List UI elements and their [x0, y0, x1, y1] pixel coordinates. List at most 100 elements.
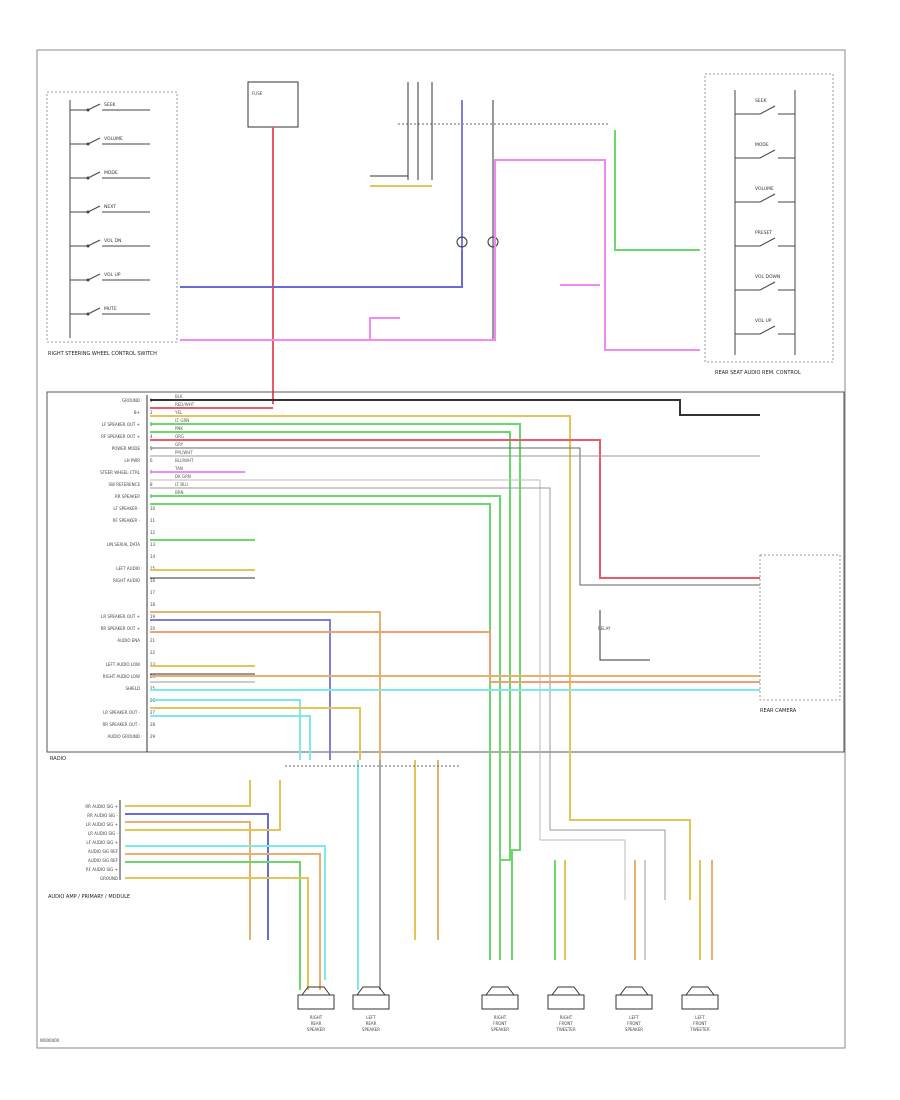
amp-pin-label: RR AUDIO SIG +: [85, 804, 118, 809]
radio-pin-number: 6: [150, 458, 153, 463]
radio-pin-label: POWER MODE: [112, 446, 141, 451]
radio-pin-label: RR SPEAKER OUT +: [101, 626, 140, 631]
wire-color-label: PPL/WHT: [175, 450, 193, 455]
wire-blue: [180, 250, 463, 288]
radio-pin-number: 10: [150, 506, 156, 511]
amp-pin-label: AUDIO SIG REF: [88, 858, 119, 863]
radio-pin-number: 2: [150, 410, 153, 415]
wire-color-label: RED/WHT: [175, 402, 195, 407]
right-module-box: [759, 554, 841, 701]
radio-pin-label: AUDIO GROUND: [108, 734, 140, 739]
radio-caption: RADIO: [50, 756, 66, 762]
switch-label: NEXT: [104, 204, 116, 210]
speaker-label: TWEETER: [555, 1027, 575, 1032]
rear-seat-audio-group: SEEK MODE VOLUME PRESET VOL DOWN VOL UP REAR …: [704, 73, 834, 376]
radio-pin-label: LF SPEAKER -: [113, 506, 140, 511]
radio-pin-label: RIGHT AUDIO: [113, 578, 140, 583]
rear-switch-label: MODE: [755, 142, 769, 148]
speaker-label: FRONT: [627, 1021, 641, 1026]
radio-pin-number: 4: [150, 434, 153, 439]
radio-pin-number: 14: [150, 554, 156, 559]
speaker-label: RIGHT: [310, 1015, 323, 1020]
rear-switch-label: VOL UP: [755, 318, 772, 324]
rear-switch-label: SEEK: [755, 98, 768, 104]
speaker-label: REAR: [366, 1021, 377, 1026]
amp-pin-label: AUDIO SIG REF: [88, 849, 119, 854]
radio-pin-number: 15: [150, 566, 156, 571]
radio-pin-number: 29: [150, 734, 156, 739]
radio-pin-label: SW REFERENCE: [108, 482, 140, 487]
speaker-label: SPEAKER: [625, 1027, 643, 1032]
speaker-label: RIGHT: [560, 1015, 573, 1020]
speaker-label: LEFT: [366, 1015, 376, 1020]
speaker-label: FRONT: [559, 1021, 573, 1026]
fuse-box: [247, 81, 299, 128]
wire-color-label: BLK: [175, 394, 183, 399]
wire-color-label: YEL: [174, 410, 183, 415]
radio-pin-number: 19: [150, 614, 156, 619]
speaker-label: SPEAKER: [491, 1027, 509, 1032]
radio-pin-number: 18: [150, 602, 156, 607]
footer-code: W000000: [40, 1038, 60, 1043]
radio-pin-number: 23: [150, 662, 156, 667]
radio-pin-number: 17: [150, 590, 156, 595]
amp-pin-label: LR AUDIO SIG +: [86, 822, 118, 827]
radio-pin-label: SHIELD: [125, 686, 140, 691]
outer-frame: [36, 49, 846, 1049]
amp-pin-label: LF AUDIO SIG +: [86, 840, 118, 845]
radio-pin-label: GROUND: [122, 398, 140, 403]
radio-pin-label: RR SPEAKER: [115, 494, 140, 499]
radio-pin-label: STEER WHEEL CTRL: [100, 470, 141, 475]
speaker-label: FRONT: [693, 1021, 707, 1026]
radio-pin-label: RF SPEAKER -: [113, 518, 141, 523]
speaker-icon: [681, 994, 719, 1010]
radio-pin-number: 22: [150, 650, 156, 655]
wire-color-label: BRN: [175, 490, 184, 495]
wire-color-label: TAN: [174, 466, 183, 471]
amp-pin-label: RF AUDIO SIG +: [86, 867, 118, 872]
wire-color-label: DK GRN: [175, 474, 191, 479]
radio-pin-number: 12: [150, 530, 156, 535]
radio-pin-number: 21: [150, 638, 156, 643]
steering-switch-caption: RIGHT STEERING WHEEL CONTROL SWITCH: [48, 351, 157, 357]
speaker-label: RIGHT: [494, 1015, 507, 1020]
wire-color-label: BLU/WHT: [175, 458, 194, 463]
radio-pin-label: LR SPEAKER OUT +: [101, 614, 140, 619]
amplifier-caption: AUDIO AMP / PRIMARY / MODULE: [48, 894, 130, 900]
rear-switch-label: PRESET: [755, 230, 772, 236]
radio-pin-number: 11: [150, 518, 156, 523]
amp-pin-label: GROUND: [100, 876, 118, 881]
switch-label: VOL UP: [104, 272, 121, 278]
radio-pin-number: 25: [150, 686, 156, 691]
radio-pin-label: LEFT AUDIO LOW: [106, 662, 140, 667]
radio-pin-number: 8: [150, 482, 153, 487]
rear-switch-label: VOL DOWN: [755, 274, 780, 280]
rear-switch-label: VOLUME: [755, 186, 774, 192]
radio-pin-label: LIN SERIAL DATA: [107, 542, 141, 547]
radio-pin-label: RF SPEAKER OUT +: [101, 434, 140, 439]
speaker-label: SPEAKER: [362, 1027, 380, 1032]
radio-pin-label: LEFT AUDIO: [116, 566, 140, 571]
radio-pin-label: LF SPEAKER OUT +: [102, 422, 140, 427]
steering-switch-box: [46, 91, 178, 343]
amplifier-group: RR AUDIO SIG +RR AUDIO SIG -LR AUDIO SIG…: [48, 800, 130, 900]
radio-pin-label: LH PWR: [124, 458, 140, 463]
rear-seat-audio-caption: REAR SEAT AUDIO REM. CONTROL: [715, 370, 801, 376]
radio-pin-number: 13: [150, 542, 156, 547]
speaker-label: LEFT: [695, 1015, 705, 1020]
fuse-label: FUSE: [252, 91, 263, 96]
switch-label: SEEK: [104, 102, 117, 108]
speaker-label: FRONT: [493, 1021, 507, 1026]
radio-pin-label: B+: [134, 410, 140, 415]
speaker-label: REAR: [311, 1021, 322, 1026]
wire-color-label: ORG: [175, 434, 184, 439]
switch-label: MUTE: [104, 306, 117, 312]
speaker-icon: [481, 994, 519, 1010]
speaker-icon: [352, 994, 390, 1010]
rear-seat-audio-box: [704, 73, 834, 363]
amp-pin-label: LR AUDIO SIG -: [88, 831, 119, 836]
switch-label: VOLUME: [104, 136, 123, 142]
radio-pin-number: 28: [150, 722, 156, 727]
